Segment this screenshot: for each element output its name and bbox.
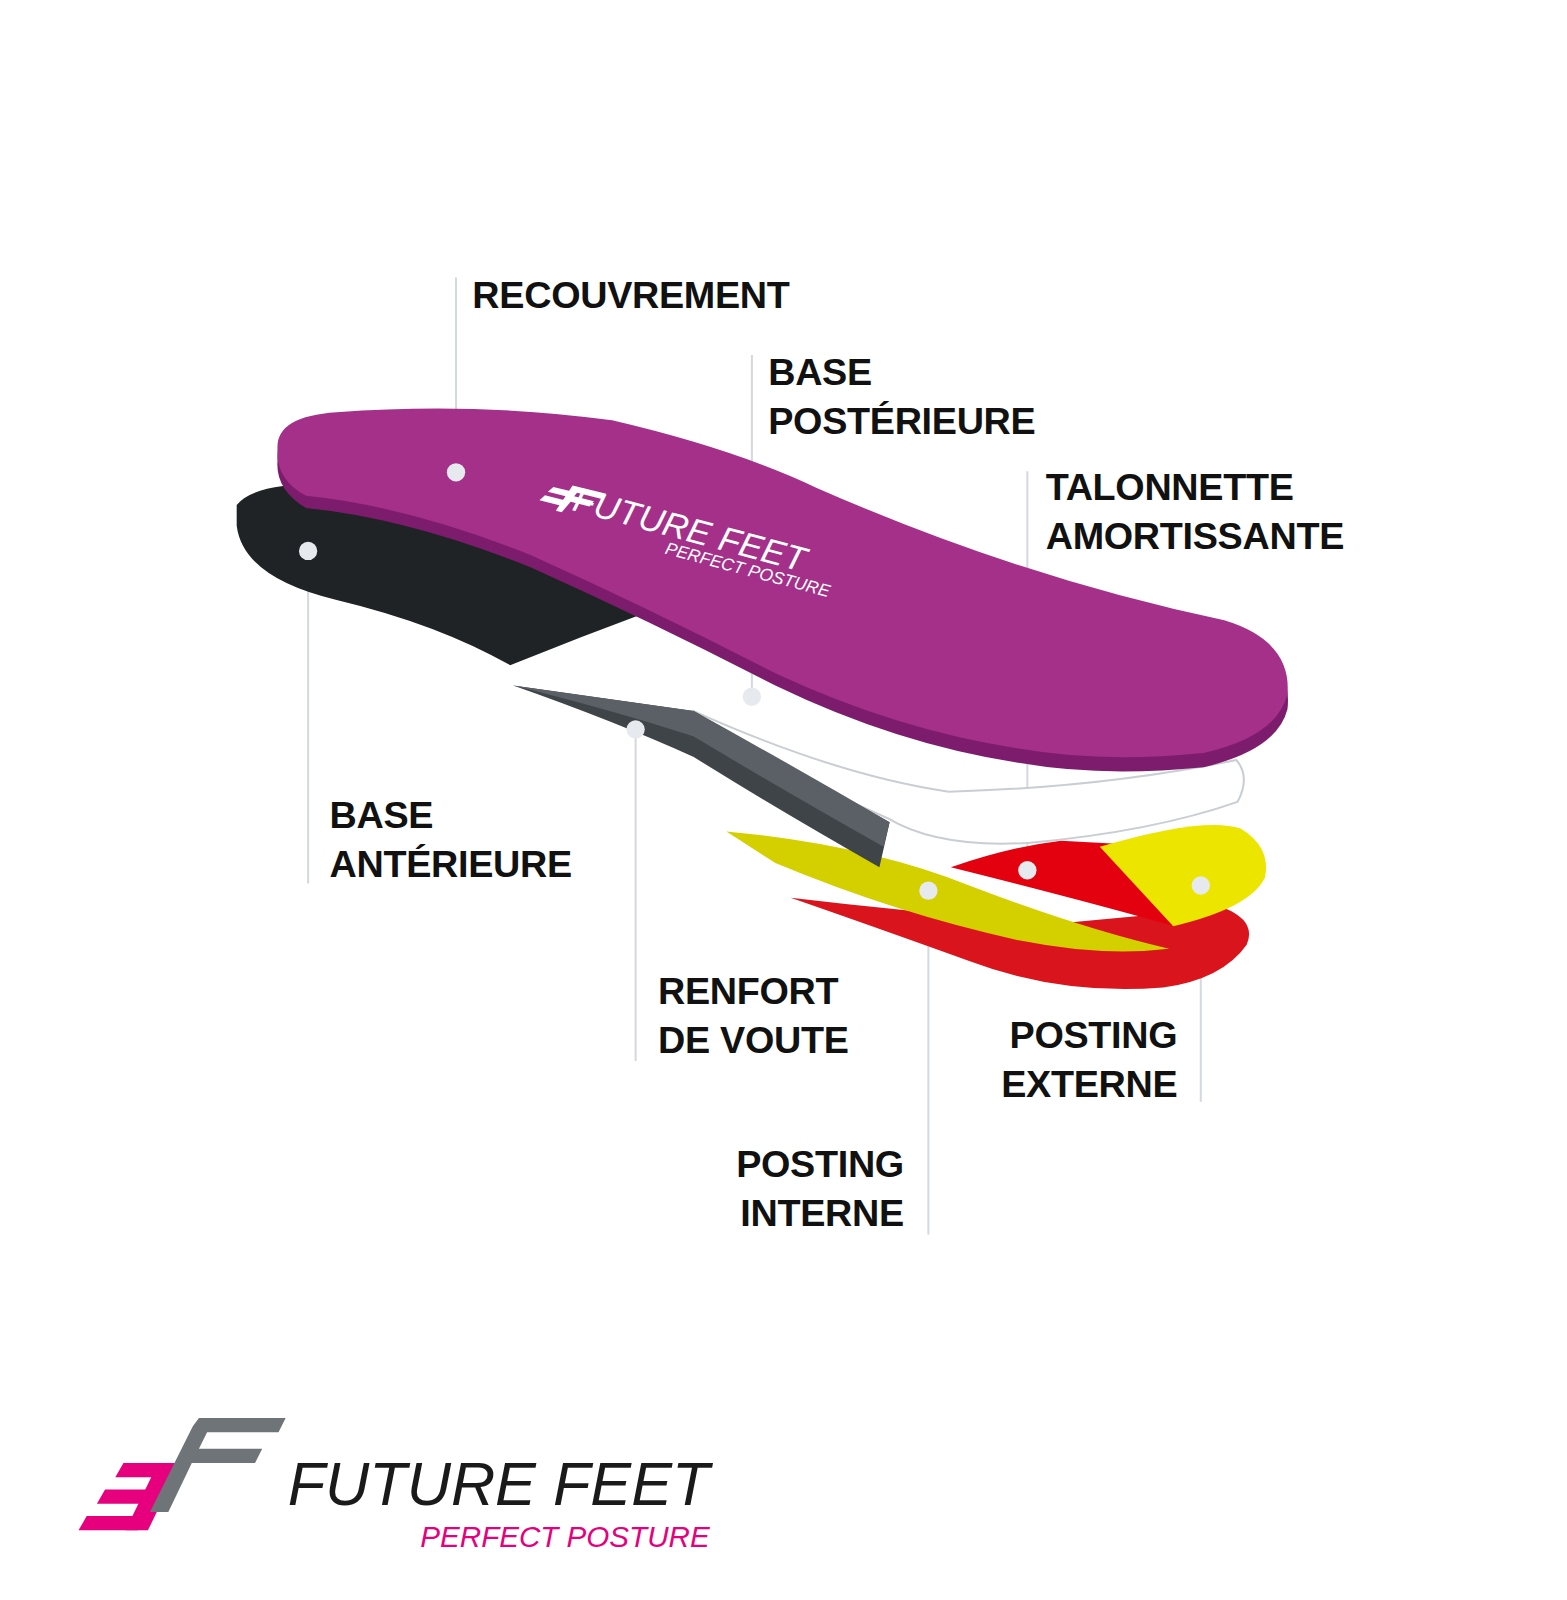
logo-icon — [79, 1418, 286, 1530]
part-label: RENFORT DE VOUTE — [658, 967, 877, 1065]
part-label: RECOUVREMENT — [472, 271, 839, 320]
part-label: POSTING INTERNE — [685, 1141, 904, 1239]
leader-dot — [626, 720, 644, 738]
leader-dot — [919, 881, 937, 899]
brand-name: FUTURE FEET — [288, 1449, 710, 1519]
leader-dot — [743, 688, 761, 706]
brand-tagline: PERFECT POSTURE — [420, 1520, 709, 1554]
leader-dot — [447, 463, 465, 481]
top-cover — [277, 409, 1287, 758]
part-label: BASE POSTÉRIEURE — [768, 348, 1074, 446]
leader-dot — [1018, 861, 1036, 879]
leader-dot — [1192, 876, 1210, 894]
part-label: BASE ANTÉRIEURE — [330, 792, 626, 890]
part-label: POSTING EXTERNE — [958, 1011, 1177, 1109]
arch-reinforcement — [513, 686, 889, 868]
leader-dot — [299, 542, 317, 560]
posting-layer — [1100, 825, 1266, 926]
part-label: TALONNETTE AMORTISSANTE — [1046, 463, 1393, 561]
